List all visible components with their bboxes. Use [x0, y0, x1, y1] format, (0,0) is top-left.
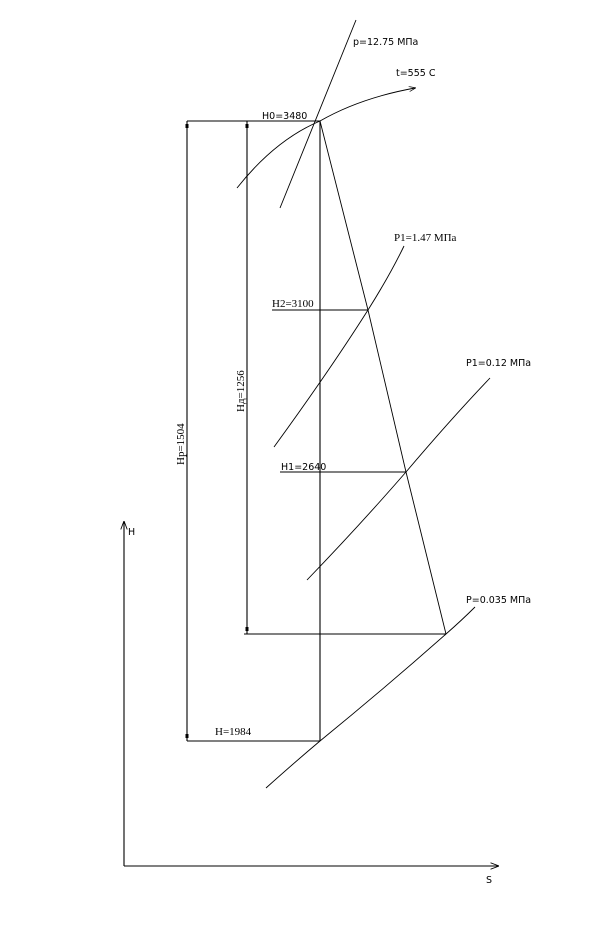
hp-label: Hp=1504 — [175, 423, 187, 465]
process-line — [319, 120, 447, 635]
isobar-p0-label: p=12.75 МПа — [353, 37, 418, 48]
isobar-p1-low-label: P1=0.12 МПа — [466, 358, 531, 369]
h0-label: H0=3480 — [262, 111, 307, 122]
h2-label: H2=3100 — [272, 298, 314, 310]
isobar-pk — [265, 606, 476, 789]
isotherm-t0-label: t=555 C — [396, 68, 436, 79]
isobar-p1-high-label: P1=1.47 МПа — [394, 232, 457, 244]
isobar-p1-high — [273, 245, 405, 448]
isobar-pk-label: P=0.035 МПа — [466, 595, 531, 606]
h-axis-label: H — [128, 527, 135, 538]
hd-label: Hд=1256 — [235, 370, 247, 412]
isotherm-t0 — [236, 88, 415, 189]
isobar-p1-low — [306, 377, 491, 581]
h1-label: H1=2640 — [281, 462, 326, 473]
s-axis-label: S — [486, 875, 492, 886]
hk-label: H=1984 — [215, 726, 252, 738]
isobar-p0 — [279, 19, 357, 209]
